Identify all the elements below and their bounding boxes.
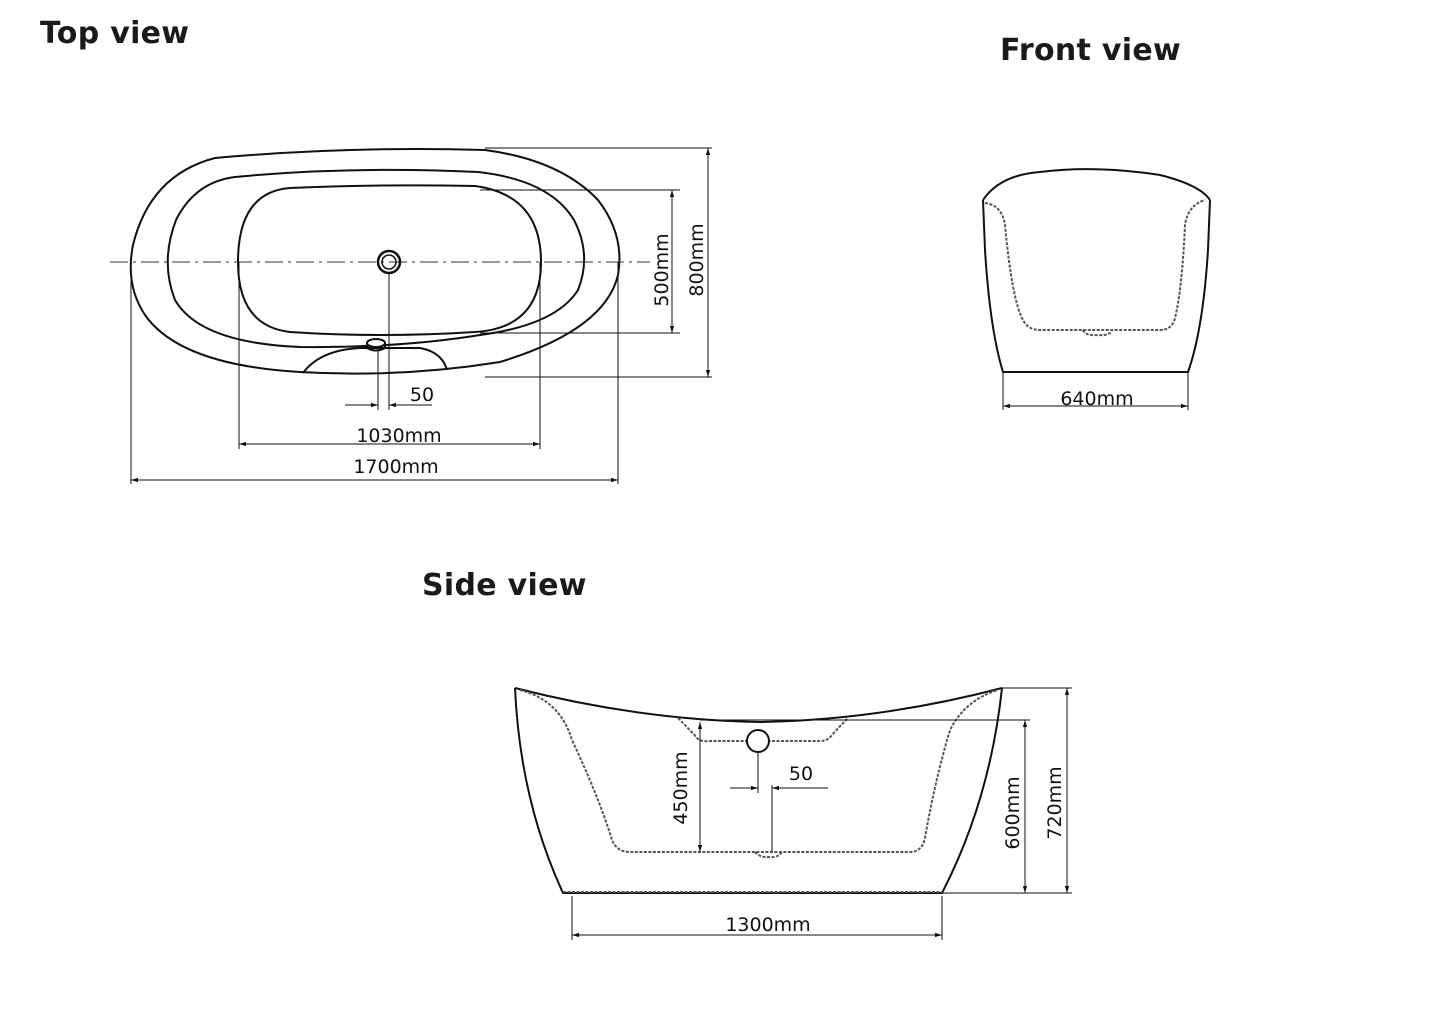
dim-1700-label: 1700mm	[353, 456, 438, 478]
side-view-drawing: 450mm 50 600mm 720mm 1300mm	[514, 687, 1072, 940]
outer-rim-outline	[129, 148, 621, 375]
dim-50-label: 50	[410, 384, 434, 406]
dim-640-label: 640mm	[1060, 388, 1133, 410]
side-drain-icon	[746, 729, 770, 753]
side-rim	[514, 687, 1003, 724]
side-dim-50-label: 50	[789, 763, 813, 785]
front-view-drawing: 640mm	[982, 168, 1211, 410]
top-view-drawing: 500mm 800mm 50 1030mm 1700mm	[110, 147, 712, 484]
dim-800-label: 800mm	[686, 223, 708, 296]
top-view-title: Top view	[40, 16, 190, 51]
overflow-bump	[302, 347, 448, 374]
dim-1030-label: 1030mm	[356, 425, 441, 447]
dim-1300-label: 1300mm	[725, 914, 810, 936]
dim-720-label: 720mm	[1044, 766, 1066, 839]
front-outline	[982, 199, 1211, 373]
dim-450-label: 450mm	[670, 751, 692, 824]
front-view-title: Front view	[1000, 33, 1182, 68]
side-view-title: Side view	[422, 568, 587, 603]
overflow-icon	[366, 338, 386, 352]
dim-500-label: 500mm	[651, 233, 673, 306]
front-rim	[982, 168, 1211, 201]
basin-outline	[236, 184, 543, 336]
middle-rim-outline	[166, 168, 586, 349]
dim-600-label: 600mm	[1002, 776, 1024, 849]
